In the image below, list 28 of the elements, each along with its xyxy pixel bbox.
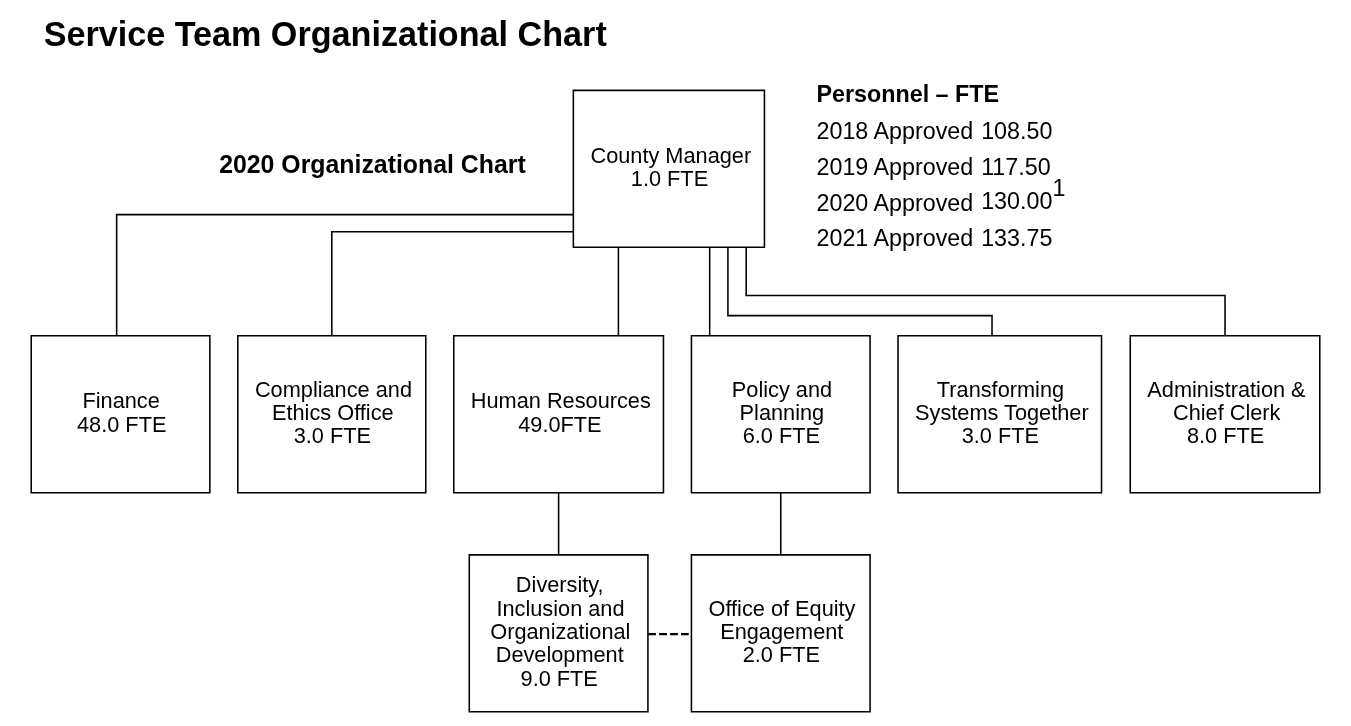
label: 2018 Approved: [816, 118, 974, 145]
node-box: Compliance and Ethics Office 3.0 FTE: [237, 335, 427, 494]
node-box: Policy and Planning 6.0 FTE: [690, 335, 871, 494]
connector: [727, 246, 993, 337]
connector: [648, 632, 692, 636]
label: Personnel – FTE: [816, 81, 1000, 108]
node-box: Office of Equity Engagement 2.0 FTE: [690, 554, 871, 713]
connector: [557, 491, 560, 556]
connector: [115, 213, 575, 337]
node-box: Administration & Chief Clerk 8.0 FTE: [1129, 335, 1321, 494]
label: 2020 Organizational Chart: [219, 151, 526, 179]
label: 2020 Approved: [816, 189, 974, 216]
node-box: Transforming Systems Together 3.0 FTE: [897, 335, 1103, 494]
diagram-title: Service Team Organizational Chart: [43, 15, 607, 54]
connector: [779, 491, 782, 556]
label: 108.50: [981, 118, 1053, 145]
connector: [331, 230, 574, 337]
node-box: County Manager 1.0 FTE: [572, 89, 766, 249]
node-box: Finance 48.0 FTE: [30, 335, 211, 494]
label: 117.50: [981, 154, 1051, 181]
connector: [617, 247, 620, 337]
label: 2019 Approved: [816, 154, 974, 181]
connector: [708, 247, 711, 337]
label: 2021 Approved: [816, 225, 974, 252]
connector: [745, 246, 1226, 337]
node-box: Human Resources 49.0FTE: [452, 335, 665, 494]
node-box: Diversity, Inclusion and Organizational Development 9.0 FTE: [468, 554, 649, 713]
label: 133.75: [981, 225, 1053, 252]
